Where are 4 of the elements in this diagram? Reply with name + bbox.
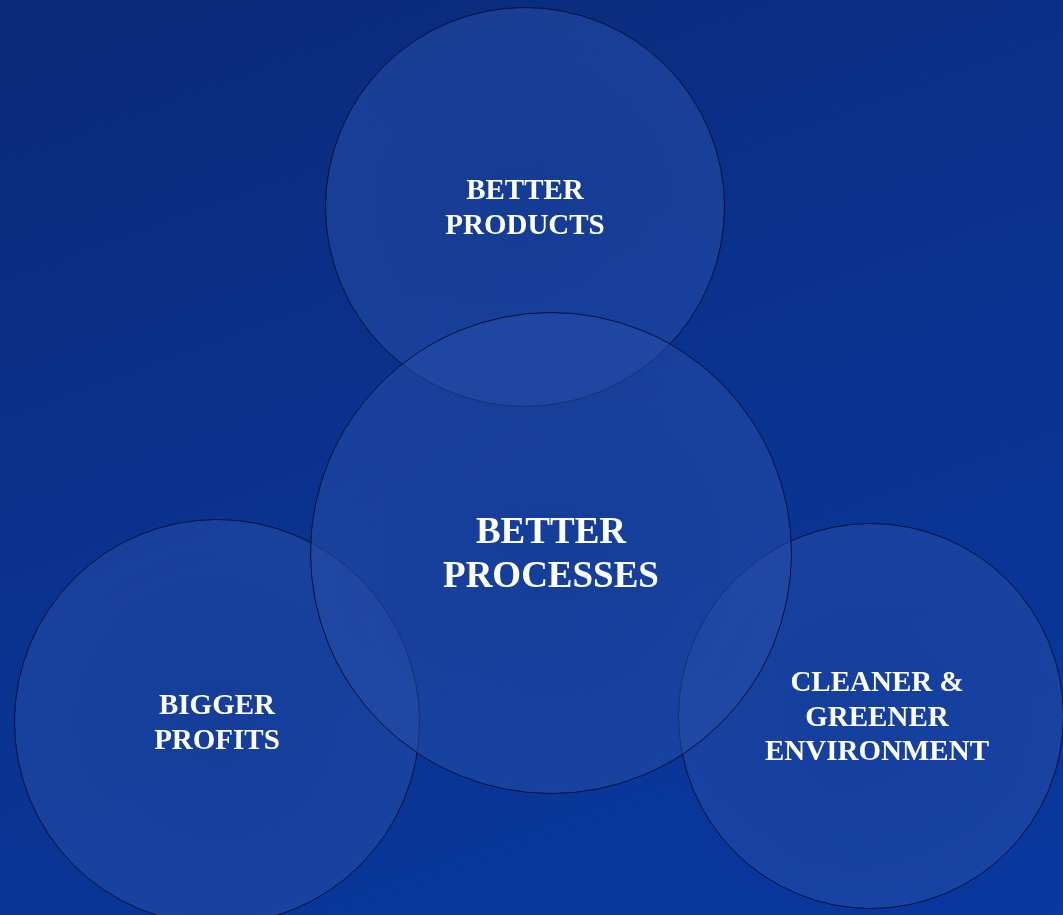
circle-label: BIGGER PROFITS (153, 687, 281, 757)
circle-label: BETTER PROCESSES (442, 508, 660, 597)
circle-label: CLEANER & GREENER ENVIRONMENT (764, 663, 990, 769)
circle-label: BETTER PRODUCTS (444, 172, 606, 242)
